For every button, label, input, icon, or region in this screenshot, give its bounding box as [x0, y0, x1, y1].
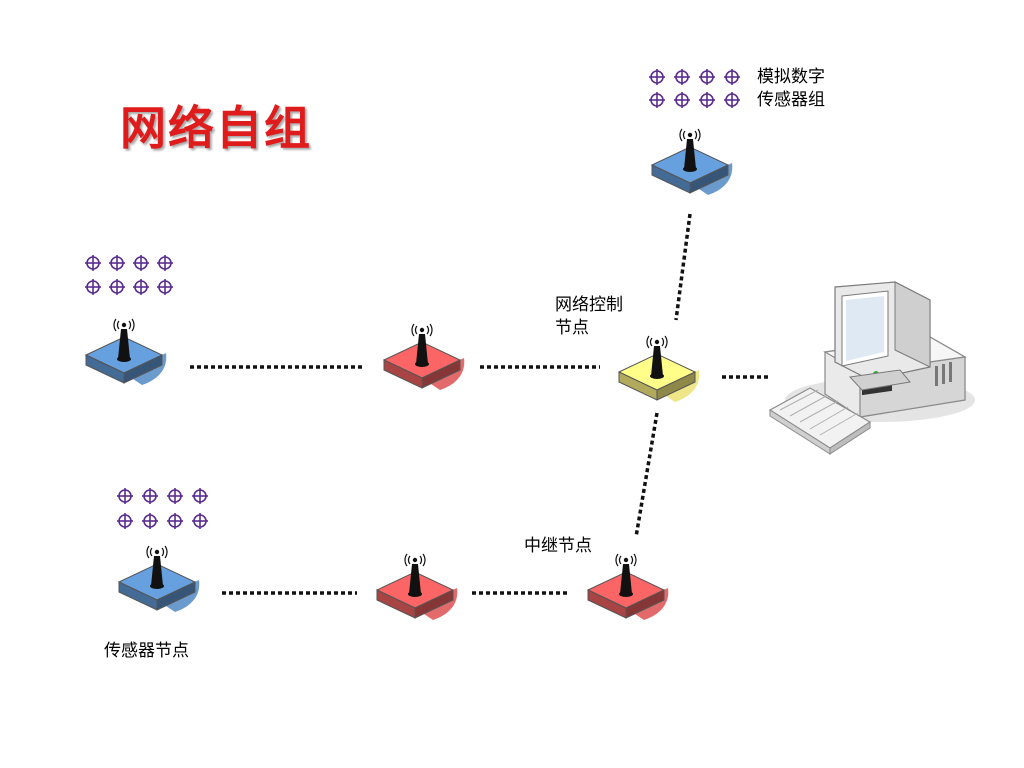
analog-sensor-group-label-line2: 传感器组	[757, 90, 825, 110]
control-node-label-line1: 网络控制	[555, 295, 623, 315]
sensor-dots-top	[648, 68, 741, 109]
sensor-dots-left	[84, 254, 174, 296]
relay-node-label: 中继节点	[524, 536, 592, 556]
analog-sensor-group-label: 模拟数字 传感器组	[757, 66, 825, 112]
computer-icon	[768, 281, 975, 455]
control-node-label-line2: 节点	[555, 318, 589, 338]
analog-sensor-group-label-line1: 模拟数字	[757, 67, 825, 87]
relay-node-3-icon	[586, 553, 669, 620]
control-node-icon	[617, 335, 700, 402]
sensor-dots-bottom	[116, 487, 209, 530]
slide-title: 网络自组	[120, 101, 312, 155]
sensor-node-left-icon	[84, 318, 167, 385]
sensor-node-label: 传感器节点	[104, 641, 189, 661]
control-node-label: 网络控制 节点	[555, 294, 623, 340]
link-top-sensor-to-control	[674, 213, 692, 321]
links	[190, 213, 768, 595]
sensor-node-top-icon	[650, 128, 733, 195]
sensor-node-bottom-icon	[117, 545, 200, 612]
link-control-to-relay-3	[634, 412, 659, 538]
relay-node-2-icon	[375, 553, 458, 620]
relay-node-1-icon	[382, 323, 465, 390]
